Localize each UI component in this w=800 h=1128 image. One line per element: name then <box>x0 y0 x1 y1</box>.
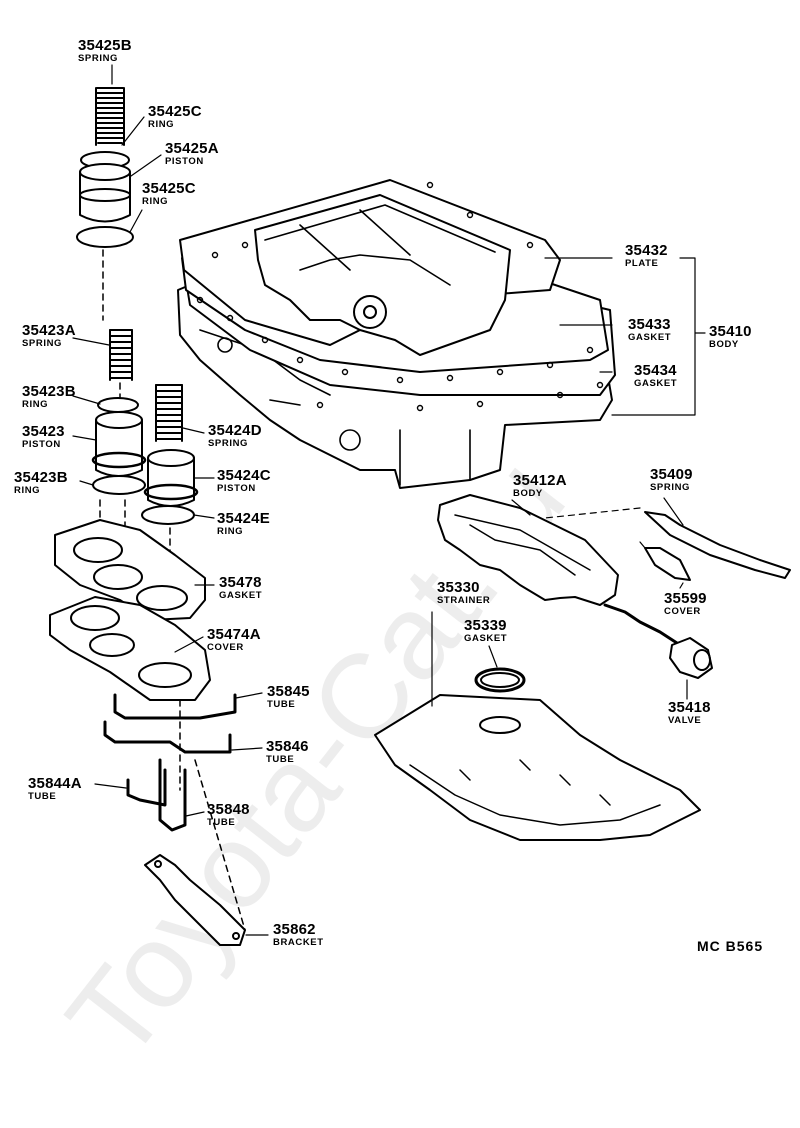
gasket-35478 <box>54 519 206 621</box>
spring-35425b <box>95 87 125 146</box>
ring-35424e <box>141 505 195 525</box>
valve-body-upper <box>254 194 511 356</box>
diagram-code: MC B565 <box>697 938 764 954</box>
lower-right-parts <box>374 494 791 841</box>
tube-35846 <box>103 720 232 754</box>
lower-valve-body-35412a <box>437 494 619 606</box>
valve-35418-stem <box>603 603 682 647</box>
valve-body-assembly <box>177 179 616 489</box>
tube-35845 <box>113 693 237 720</box>
tube-35844a <box>126 768 167 807</box>
piston-35425a <box>79 171 131 223</box>
ring-35423b-upper <box>97 397 139 413</box>
ring-35423b-lower <box>92 475 146 495</box>
spring-35423a <box>109 329 133 381</box>
valve-35418-head <box>669 637 713 679</box>
accumulator-stack <box>49 87 246 946</box>
tube-35848 <box>158 758 187 832</box>
strainer-35330 <box>374 694 701 841</box>
leader-lines <box>72 64 706 936</box>
bracket-35862 <box>144 854 246 946</box>
spring-35424d <box>155 384 183 442</box>
gasket-35339 <box>474 667 526 693</box>
cover-35599 <box>644 547 691 581</box>
cover-35474a <box>49 596 211 701</box>
spring-35409 <box>644 511 791 579</box>
ring-35425c-lower <box>76 226 134 248</box>
